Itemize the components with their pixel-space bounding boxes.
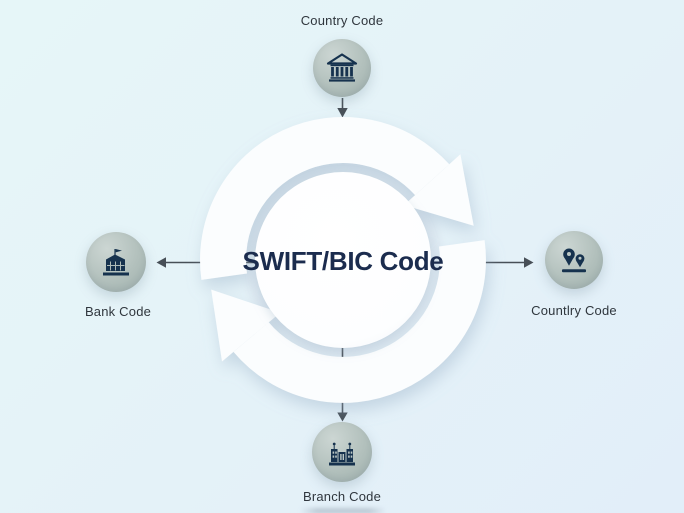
arrowhead-left-icon bbox=[156, 257, 166, 268]
arrowhead-right-icon bbox=[524, 257, 534, 268]
cycle-ring bbox=[200, 117, 486, 403]
bank-building-icon bbox=[326, 53, 358, 82]
cycle-arc-bottom bbox=[233, 240, 486, 403]
arrowhead-down-top-icon bbox=[337, 108, 348, 118]
cycle-arrowhead-left bbox=[211, 289, 281, 362]
branch-buildings-icon bbox=[329, 442, 355, 466]
bank-flag-icon bbox=[103, 249, 129, 276]
label-country-code-right: Countlry Code bbox=[531, 303, 617, 318]
label-bank-code: Bank Code bbox=[84, 304, 152, 319]
map-pins-icon bbox=[562, 248, 586, 273]
cycle-arc-top bbox=[200, 117, 450, 280]
diagram-title: SWIFT/BIC Code bbox=[242, 246, 444, 276]
center-disc bbox=[255, 172, 431, 348]
label-country-code-top: Country Code bbox=[300, 13, 384, 28]
label-branch-code: Branch Code bbox=[302, 489, 382, 504]
cutoff-text-artifact bbox=[300, 508, 386, 513]
connector-arrowheads bbox=[156, 108, 534, 422]
cycle-arrowhead-right bbox=[404, 154, 474, 226]
node-branch-code bbox=[312, 422, 372, 482]
arrowhead-down-bottom-icon bbox=[337, 412, 348, 422]
node-country-code-right bbox=[545, 231, 603, 289]
node-country-code-top bbox=[313, 39, 371, 97]
node-bank-code bbox=[86, 232, 146, 292]
